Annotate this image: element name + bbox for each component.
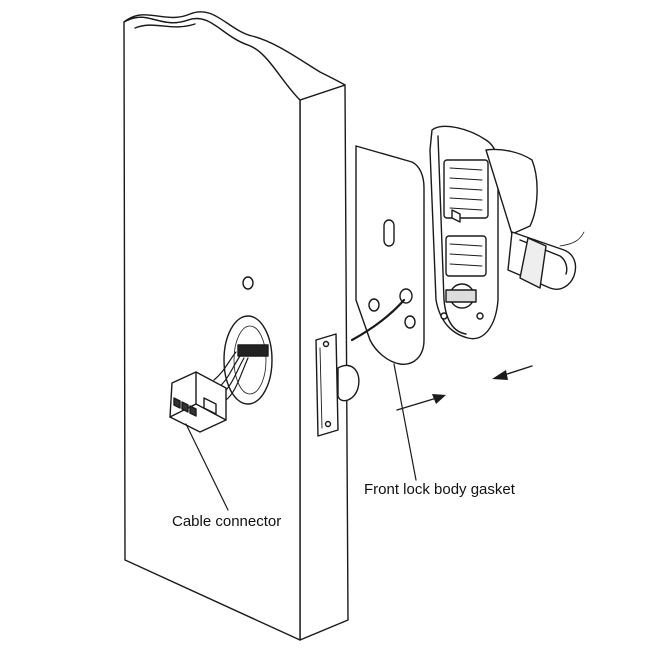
door-bore [213,315,273,405]
front-lock-body-gasket-label: Front lock body gasket [364,481,515,498]
cable-connector-label: Cable connector [172,513,282,530]
assembly-arrows [396,365,533,411]
door-top-break [123,11,346,101]
door-upper-hole [242,276,254,290]
arrow-left-icon [492,365,533,380]
latch-faceplate [315,333,360,437]
leader-lines [185,363,417,511]
door-slab [123,11,349,641]
cable-connector [169,371,227,433]
door-front-face [123,16,301,641]
gasket-leader [393,363,417,481]
arrow-right-icon [396,394,446,411]
front-lock-body-gasket [350,145,425,365]
cable-connector-leader [185,423,229,511]
lock-body [429,125,585,340]
